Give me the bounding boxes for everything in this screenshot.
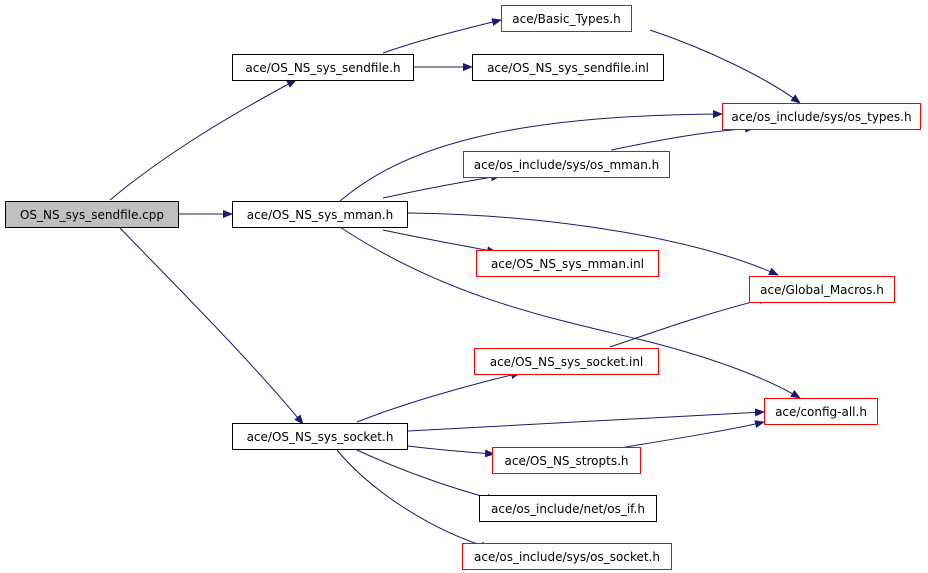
edge-stropts-to-config-all [619, 420, 765, 449]
edge-socket-h-to-stropts [407, 445, 495, 458]
edge-root-to-sendfile-h [109, 79, 297, 201]
node-mman-h[interactable]: ace/OS_NS_sys_mman.h [232, 201, 408, 228]
edge-mman-h-to-mman-inl [382, 229, 497, 255]
edge-root-to-socket-h [119, 227, 304, 425]
node-sendfile-inl[interactable]: ace/OS_NS_sys_sendfile.inl [472, 54, 664, 81]
edge-socket-h-to-config-all [407, 408, 765, 432]
edge-socket-h-to-os-if [356, 449, 497, 502]
node-os-mman[interactable]: ace/os_include/sys/os_mman.h [463, 151, 670, 178]
node-sendfile-h[interactable]: ace/OS_NS_sys_sendfile.h [232, 54, 414, 81]
node-socket-h[interactable]: ace/OS_NS_sys_socket.h [232, 423, 408, 450]
edge-os-mman-to-os-types [610, 124, 755, 151]
node-os-types[interactable]: ace/os_include/sys/os_types.h [722, 103, 921, 130]
node-socket-inl[interactable]: ace/OS_NS_sys_socket.inl [474, 348, 659, 375]
node-config-all[interactable]: ace/config-all.h [764, 398, 878, 425]
node-stropts[interactable]: ace/OS_NS_stropts.h [492, 447, 641, 474]
edge-mman-h-to-os-types [339, 110, 723, 202]
edge-mman-h-to-global-macros [407, 212, 779, 276]
node-mman-inl[interactable]: ace/OS_NS_sys_mman.inl [476, 250, 659, 277]
node-root: OS_NS_sys_sendfile.cpp [5, 201, 179, 228]
edge-socket-h-to-os-socket [336, 449, 491, 550]
edge-socket-inl-to-global-macros [609, 296, 769, 348]
edge-mman-h-to-config-all [339, 226, 801, 399]
node-os-if[interactable]: ace/os_include/net/os_if.h [479, 495, 657, 522]
edge-socket-h-to-socket-inl [356, 371, 521, 423]
node-os-socket[interactable]: ace/os_include/sys/os_socket.h [462, 543, 672, 570]
edge-sendfile-h-to-basic-types [382, 18, 502, 54]
edge-basic-types-to-os-types [649, 29, 801, 104]
node-global-macros[interactable]: ace/Global_Macros.h [749, 276, 895, 303]
node-basic-types[interactable]: ace/Basic_Types.h [501, 5, 632, 32]
edge-mman-h-to-os-mman [382, 173, 501, 199]
